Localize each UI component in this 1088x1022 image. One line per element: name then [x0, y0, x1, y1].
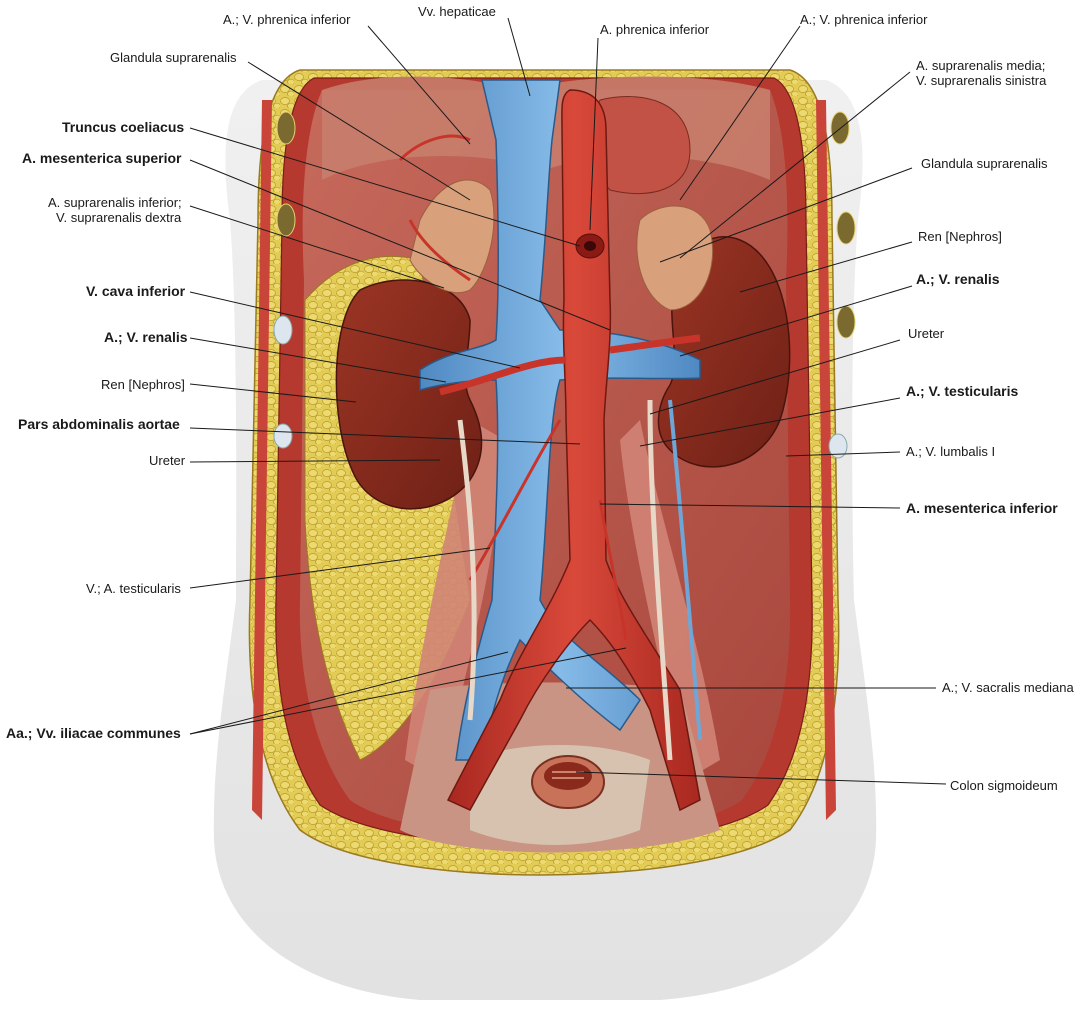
leader-lines [189, 17, 947, 785]
label-a-mesenterica-superior: A. mesenterica superior [22, 150, 182, 166]
ureters [457, 399, 702, 761]
label-colon-sigmoideum: Colon sigmoideum [950, 778, 1058, 793]
label-pars-abdominalis-aortae: Pars abdominalis aortae [18, 416, 180, 432]
label-a-suprarenalis-inferior-line2: V. suprarenalis dextra [56, 210, 182, 225]
label-glandula-suprarenalis-left: Glandula suprarenalis [110, 50, 237, 65]
label-ureter-left: Ureter [149, 453, 186, 468]
label-a-suprarenalis-inferior-line1: A. suprarenalis inferior; [48, 195, 182, 210]
label-a-v-renalis-right: A.; V. renalis [104, 329, 188, 345]
label-a-mesenterica-inferior: A. mesenterica inferior [906, 500, 1058, 516]
label-vv-hepaticae: Vv. hepaticae [418, 4, 496, 19]
kidney-right [335, 279, 483, 510]
label-a-phrenica-inferior: A. phrenica inferior [600, 22, 710, 37]
label-v-a-testicularis: V.; A. testicularis [86, 581, 181, 596]
colon-sigmoideum-shape [531, 755, 605, 809]
label-ureter-right: Ureter [908, 326, 945, 341]
label-a-v-phrenica-inferior-right: A.; V. phrenica inferior [800, 12, 928, 27]
label-a-v-testicularis: A.; V. testicularis [906, 383, 1019, 399]
aorta [398, 89, 701, 812]
label-v-cava-inferior: V. cava inferior [86, 283, 186, 299]
label-a-suprarenalis-media-line2: V. suprarenalis sinistra [916, 73, 1047, 88]
adrenal-glands [409, 179, 714, 311]
label-ren-nephros-right: Ren [Nephros] [918, 229, 1002, 244]
label-a-v-phrenica-inferior-left: A.; V. phrenica inferior [223, 12, 351, 27]
label-a-v-renalis-left: A.; V. renalis [916, 271, 1000, 287]
label-a-v-lumbalis: A.; V. lumbalis I [906, 444, 996, 459]
label-truncus-coeliacus: Truncus coeliacus [62, 119, 185, 135]
label-glandula-suprarenalis-right: Glandula suprarenalis [921, 156, 1048, 171]
label-a-v-sacralis-mediana: A.; V. sacralis mediana [942, 680, 1074, 695]
label-aa-vv-iliacae-communes: Aa.; Vv. iliacae communes [6, 725, 181, 741]
label-a-suprarenalis-media-line1: A. suprarenalis media; [916, 58, 1046, 73]
label-ren-nephros-left: Ren [Nephros] [101, 377, 185, 392]
